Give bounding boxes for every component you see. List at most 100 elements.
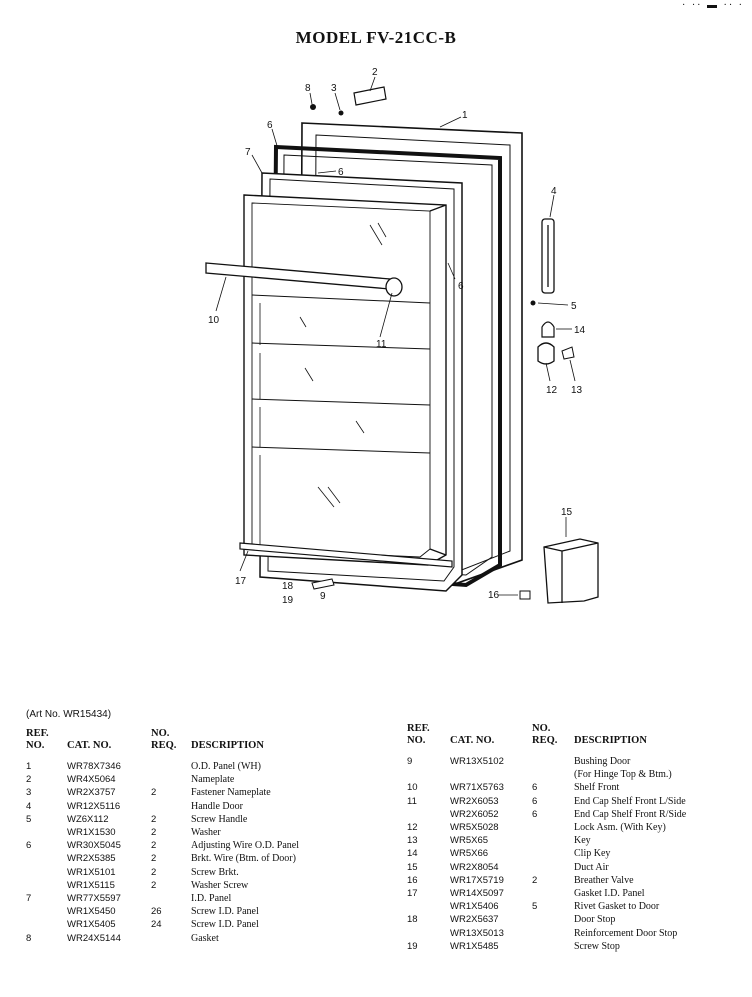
req-cell bbox=[151, 760, 191, 773]
description-cell: Screw I.D. Panel bbox=[191, 906, 259, 918]
description-cell: O.D. Panel (WH) bbox=[191, 761, 261, 772]
ref-cell: 10 bbox=[407, 782, 418, 794]
req-cell bbox=[532, 927, 574, 940]
req-cell: 5 bbox=[532, 901, 538, 913]
ref-cell bbox=[26, 879, 67, 892]
callout-14: 14 bbox=[574, 325, 586, 336]
ref-cell bbox=[407, 808, 450, 821]
leader-lines bbox=[215, 76, 576, 596]
catno-cell: WR1X5101 bbox=[67, 866, 116, 878]
catno-cell: WR1X5450 bbox=[67, 906, 116, 918]
callout-17: 17 bbox=[235, 576, 247, 587]
req-cell: 2 bbox=[151, 866, 157, 878]
callout-15: 15 bbox=[561, 507, 573, 518]
catno-cell: WR5X65 bbox=[450, 835, 489, 847]
description-cell: Adjusting Wire O.D. Panel bbox=[191, 840, 300, 852]
description-cell: Clip Key bbox=[574, 848, 611, 860]
req-cell: 2 bbox=[151, 853, 157, 865]
callout-9: 9 bbox=[320, 591, 326, 602]
header-req: NO.REQ. bbox=[532, 723, 558, 746]
description-cell: Gasket I.D. Panel bbox=[574, 888, 645, 900]
description-cell: Lock Asm. (With Key) bbox=[574, 822, 666, 834]
key bbox=[561, 346, 575, 360]
catno-cell: WR1X5115 bbox=[67, 879, 115, 891]
ref-cell bbox=[26, 866, 67, 879]
req-cell: 2 bbox=[151, 879, 157, 891]
callout-3: 3 bbox=[331, 83, 337, 94]
req-cell bbox=[532, 821, 574, 834]
catno-cell: WR13X5102 bbox=[450, 756, 504, 767]
req-cell bbox=[532, 913, 574, 926]
req-cell: 2 bbox=[151, 840, 157, 852]
req-cell: 6 bbox=[532, 808, 538, 820]
callout-6a: 6 bbox=[267, 120, 273, 131]
catno-cell: WR5X66 bbox=[450, 848, 489, 860]
req-cell bbox=[151, 892, 191, 905]
description-cell: Breather Valve bbox=[574, 874, 634, 886]
catno-cell: WR1X5485 bbox=[450, 940, 499, 952]
req-cell: 26 bbox=[151, 906, 162, 918]
ref-cell: 12 bbox=[407, 822, 418, 834]
req-cell bbox=[532, 940, 574, 953]
description-line: (For Hinge Top & Btm.) bbox=[574, 769, 672, 781]
catno-cell: WR2X5637 bbox=[450, 914, 499, 926]
ref-cell: 16 bbox=[407, 874, 418, 886]
description-cell: Nameplate bbox=[191, 774, 235, 786]
description-cell: Washer Screw bbox=[191, 879, 249, 891]
callout-18: 18 bbox=[282, 581, 294, 592]
catno-cell: WR1X5406 bbox=[450, 901, 499, 913]
ref-cell bbox=[26, 905, 67, 918]
table-row: WR1X5101 2 Screw Brkt. bbox=[26, 866, 391, 879]
req-cell bbox=[151, 932, 191, 945]
callout-12: 12 bbox=[546, 385, 558, 396]
catno-cell: WR4X5064 bbox=[67, 774, 116, 786]
catno-cell: WR13X5013 bbox=[450, 927, 504, 939]
description-cell: Screw Brkt. bbox=[191, 866, 239, 878]
page-title: MODEL FV-21CC-B bbox=[295, 28, 457, 47]
ref-cell: 3 bbox=[26, 787, 32, 799]
description-cell: Key bbox=[574, 835, 591, 847]
screw-9 bbox=[310, 104, 316, 110]
description-cell: Screw Handle bbox=[191, 813, 248, 825]
description-cell: End Cap Shelf Front L/Side bbox=[574, 795, 686, 807]
catno-cell: WR1X5405 bbox=[67, 919, 116, 931]
page-edge-marks: · ·· ▬ ·· · bbox=[682, 0, 744, 11]
callout-11: 11 bbox=[376, 339, 387, 350]
description-cell: Brkt. Wire (Btm. of Door) bbox=[191, 853, 296, 865]
req-cell bbox=[532, 755, 574, 781]
shelf-front-bar bbox=[205, 262, 403, 297]
description-cell: Bushing Door(For Hinge Top & Btm.) bbox=[574, 755, 749, 781]
ref-cell: 19 bbox=[407, 940, 418, 952]
table-header-row: REF.NO. CAT. NO. NO.REQ. DESCRIPTION bbox=[407, 723, 749, 755]
lock-assembly bbox=[537, 342, 555, 365]
description-cell: Handle Door bbox=[191, 800, 243, 812]
req-cell: 2 bbox=[151, 827, 157, 839]
req-cell bbox=[151, 773, 191, 786]
catno-cell: WR1X1530 bbox=[67, 827, 116, 839]
ref-cell bbox=[407, 927, 450, 940]
ref-cell bbox=[26, 852, 67, 865]
ref-cell: 4 bbox=[26, 800, 32, 812]
breather-valve bbox=[519, 590, 531, 600]
nameplate bbox=[353, 86, 387, 106]
catno-cell: WR24X5144 bbox=[67, 932, 121, 944]
description-cell: Shelf Front bbox=[574, 782, 620, 794]
req-cell: 6 bbox=[532, 795, 538, 807]
